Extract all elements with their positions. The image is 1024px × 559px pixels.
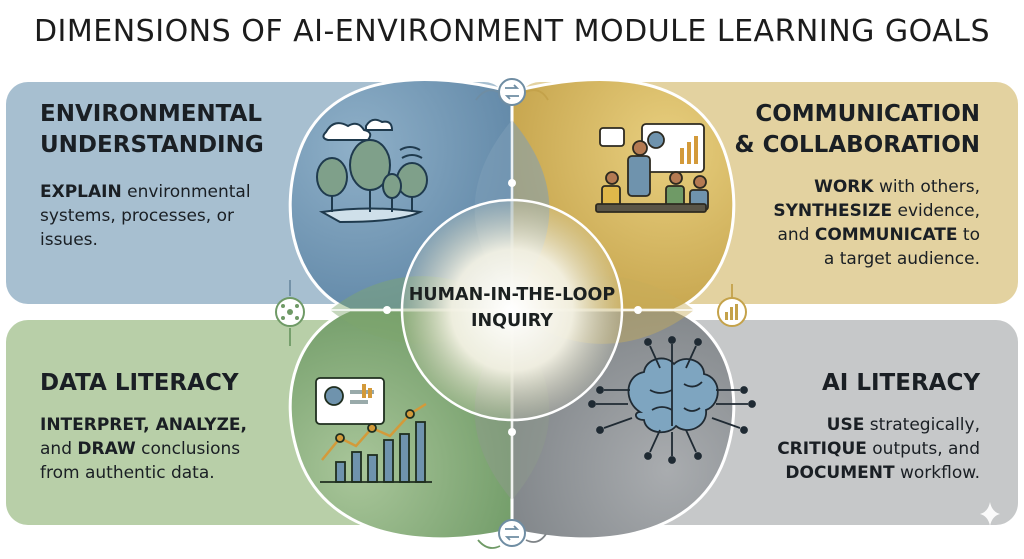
cycle-icon — [477, 519, 547, 549]
communication-description: WORK with others, SYNTHESIZE evidence, a… — [773, 177, 980, 269]
data-literacy-description: INTERPRET, ANALYZE, and DRAW conclusions… — [40, 415, 247, 483]
communication-heading: COMMUNICATION & COLLABORATION — [734, 101, 980, 158]
environmental-heading: ENVIRONMENTAL UNDERSTANDING — [40, 101, 264, 158]
ai-brain-icon — [588, 336, 756, 464]
environmental-description: EXPLAIN environmental systems, processes… — [40, 182, 251, 250]
cycle-icon — [475, 78, 549, 106]
ai-literacy-heading: AI LITERACY — [821, 370, 980, 396]
ai-literacy-description: USE strategically, CRITIQUE outputs, and… — [777, 415, 980, 483]
sparkle-icon — [980, 502, 1000, 526]
chart-icon — [717, 284, 747, 327]
team-meeting-icon — [595, 123, 709, 213]
forest-icon — [316, 118, 428, 224]
data-literacy-heading: DATA LITERACY — [40, 370, 239, 396]
network-icon — [275, 280, 305, 346]
page-title: DIMENSIONS OF AI-ENVIRONMENT MODULE LEAR… — [33, 14, 991, 49]
center-label: HUMAN-IN-THE-LOOP INQUIRY — [408, 285, 616, 331]
chart-dashboard-icon — [315, 377, 432, 483]
